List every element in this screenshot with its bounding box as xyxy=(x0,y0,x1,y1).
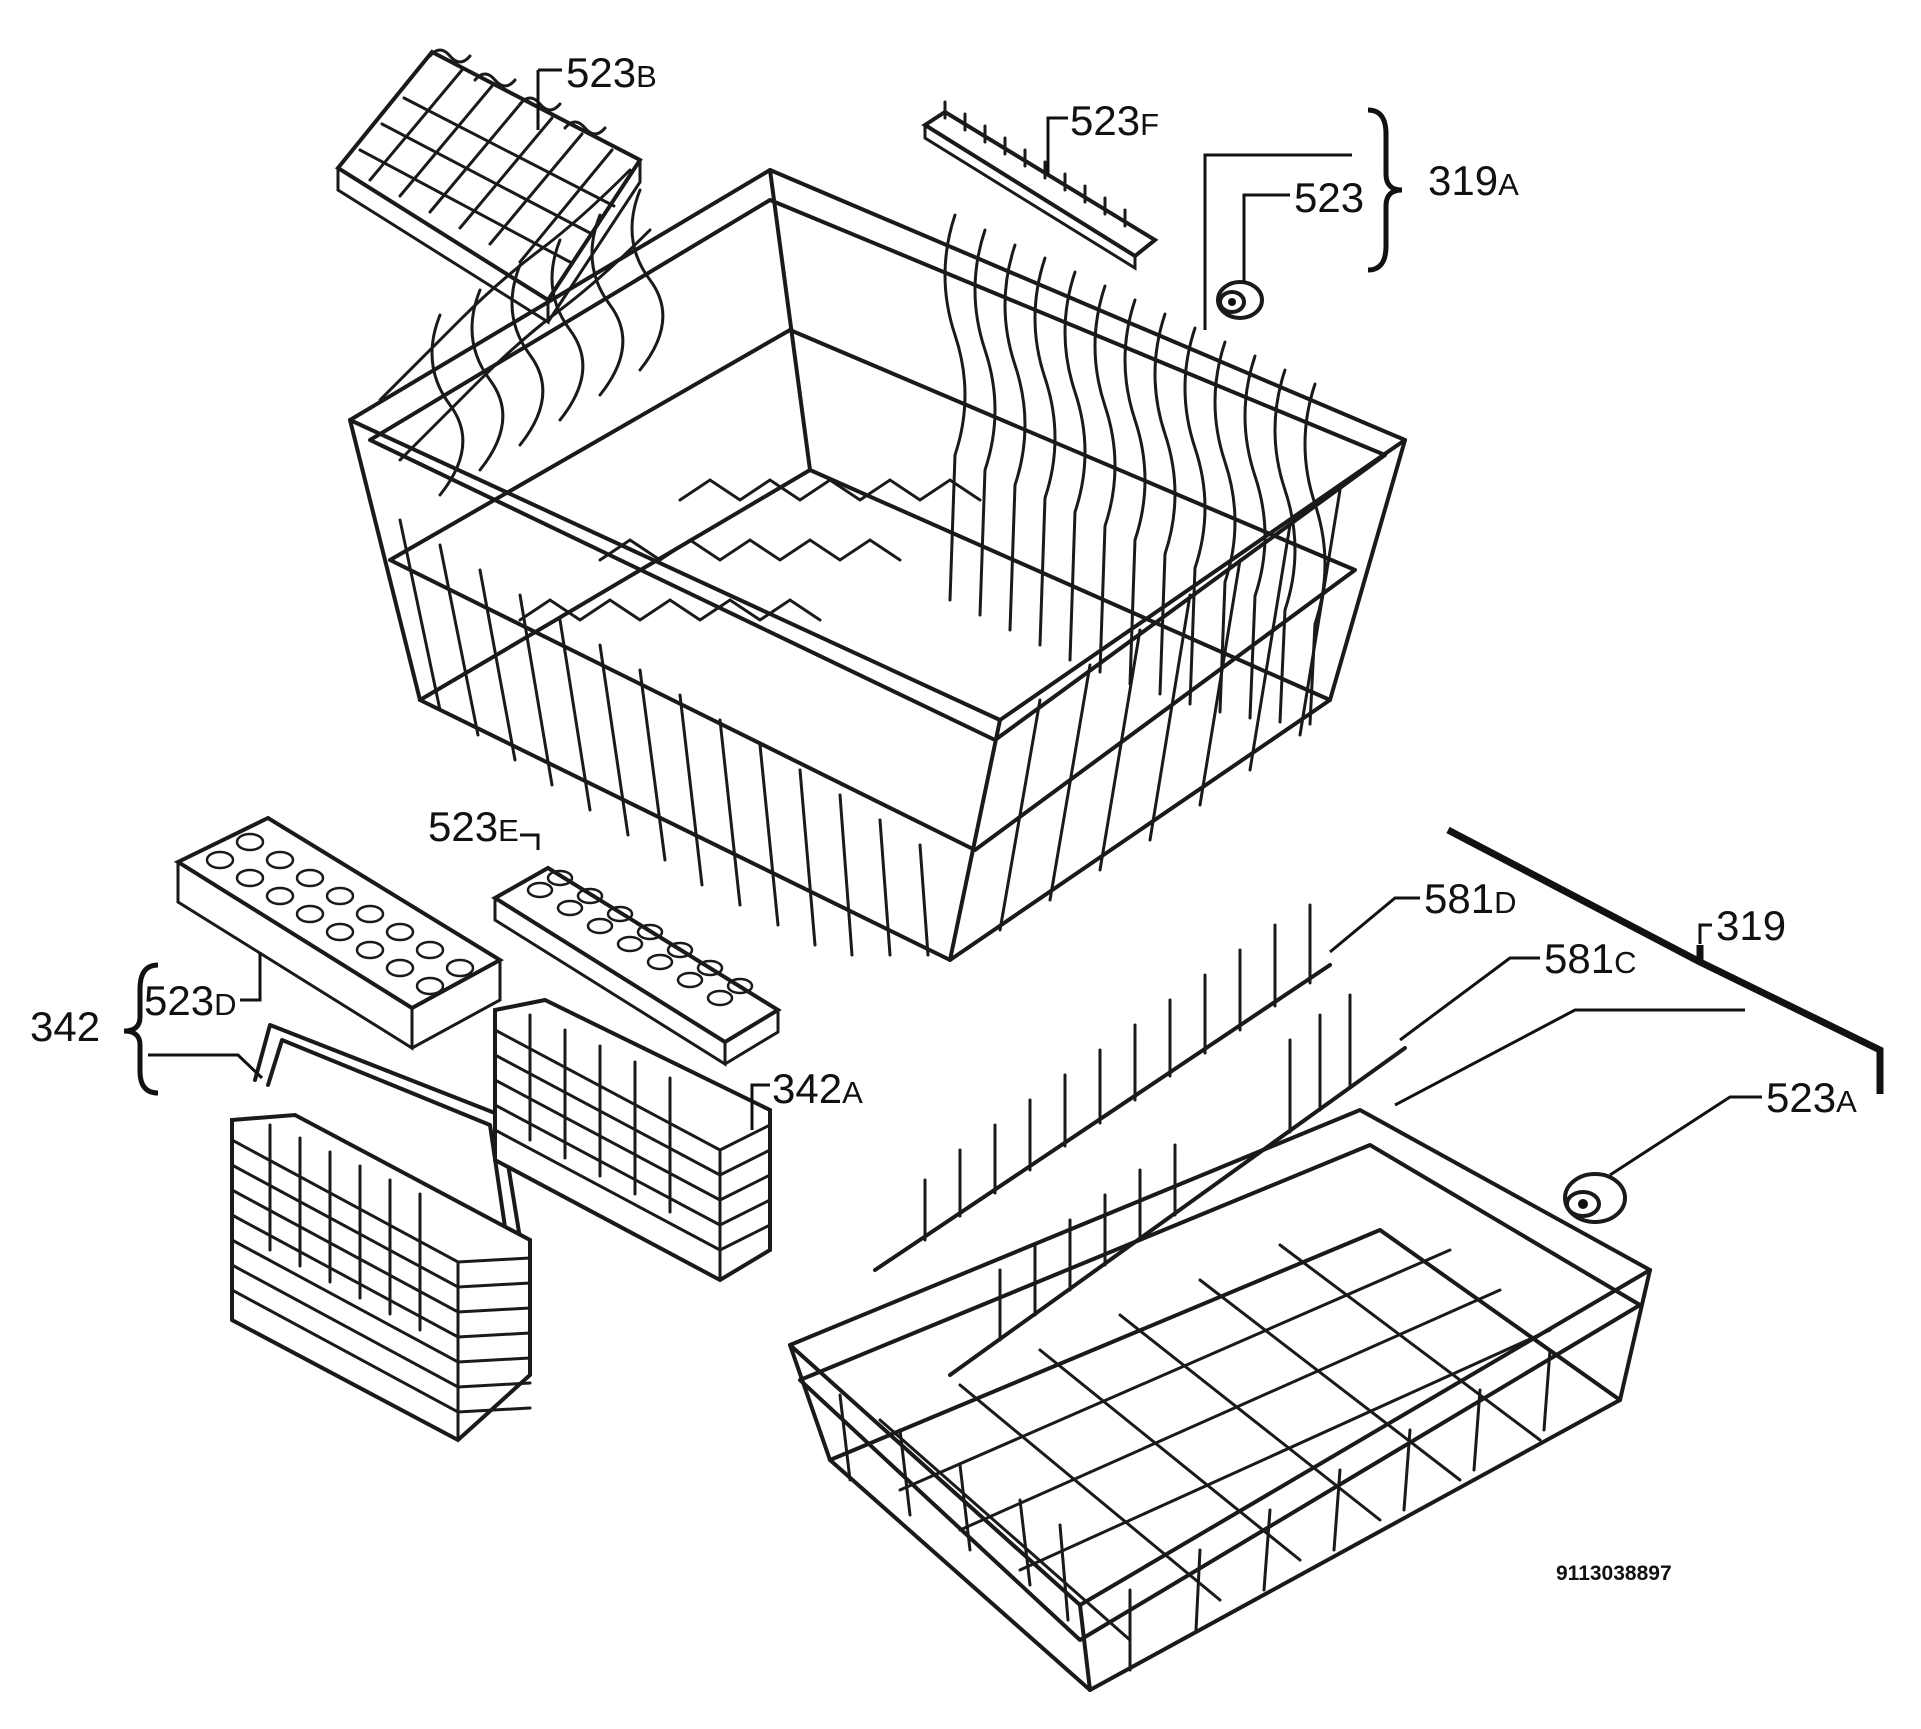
part-523-wheel xyxy=(1216,280,1264,320)
callout-523: 523 xyxy=(1294,177,1364,219)
leader-523d xyxy=(240,952,262,1002)
part-581c-tine-row xyxy=(948,993,1407,1377)
callout-number: 319 xyxy=(1716,902,1787,949)
callout-523e: 523E xyxy=(428,806,519,848)
leader-319a xyxy=(1203,153,1352,330)
leader-319-basket xyxy=(1394,1008,1745,1107)
callout-342: 342 xyxy=(30,1006,100,1048)
callout-suffix: D xyxy=(1494,885,1517,920)
callout-suffix: C xyxy=(1614,945,1637,980)
leader-523a xyxy=(1609,1095,1762,1177)
leader-523e xyxy=(520,833,540,850)
leader-342a xyxy=(750,1083,770,1130)
callout-number: 523 xyxy=(144,977,215,1024)
leader-581c xyxy=(1399,956,1540,1042)
callout-number: 523 xyxy=(1294,174,1365,221)
brace-319a xyxy=(1367,107,1403,273)
part-523a-wheel xyxy=(1563,1172,1627,1224)
part-523f-tine-strip xyxy=(921,100,1159,271)
callout-319a: 319A xyxy=(1428,160,1519,202)
callout-319: 319 xyxy=(1716,905,1786,947)
callout-suffix: B xyxy=(636,59,657,94)
bracket-319 xyxy=(1446,826,1884,1094)
callout-suffix: A xyxy=(1836,1084,1857,1119)
leader-523f xyxy=(1046,116,1068,175)
callout-number: 523 xyxy=(1070,97,1141,144)
callout-581d: 581D xyxy=(1424,878,1516,920)
upper-basket xyxy=(348,168,1407,962)
leader-523 xyxy=(1242,193,1290,282)
drawing-code: 9113038897 xyxy=(1556,1562,1672,1585)
callout-number: 342 xyxy=(772,1065,843,1112)
callout-number: 523 xyxy=(428,803,499,850)
part-523e-small-tray xyxy=(491,865,782,1067)
part-523d-large-tray xyxy=(173,815,504,1051)
part-342a-cutlery-basket xyxy=(493,997,772,1283)
callout-number: 523 xyxy=(1766,1074,1837,1121)
callout-342a: 342A xyxy=(772,1068,863,1110)
callout-523b: 523B xyxy=(566,52,657,94)
part-342-cutlery-basket xyxy=(230,1023,532,1443)
callout-523f: 523F xyxy=(1070,100,1159,142)
callout-number: 581 xyxy=(1544,935,1615,982)
callout-523d: 523D xyxy=(144,980,236,1022)
callout-number: 523 xyxy=(566,49,637,96)
brace-342 xyxy=(123,962,159,1096)
callout-suffix: A xyxy=(1498,167,1519,202)
callout-581c: 581C xyxy=(1544,938,1636,980)
callout-suffix: A xyxy=(842,1075,863,1110)
leader-342 xyxy=(148,1053,264,1080)
callout-suffix: D xyxy=(214,987,237,1022)
callout-number: 342 xyxy=(30,1003,101,1050)
part-523b-cup-rack xyxy=(335,48,643,325)
callout-523a: 523A xyxy=(1766,1077,1857,1119)
leader-581d xyxy=(1329,896,1420,954)
leader-319-label xyxy=(1698,923,1712,944)
callout-number: 581 xyxy=(1424,875,1495,922)
callout-suffix: E xyxy=(498,813,519,848)
callout-suffix: F xyxy=(1140,107,1160,142)
callout-number: 319 xyxy=(1428,157,1499,204)
lower-basket xyxy=(788,1108,1652,1692)
part-581d-tine-row xyxy=(873,903,1332,1272)
